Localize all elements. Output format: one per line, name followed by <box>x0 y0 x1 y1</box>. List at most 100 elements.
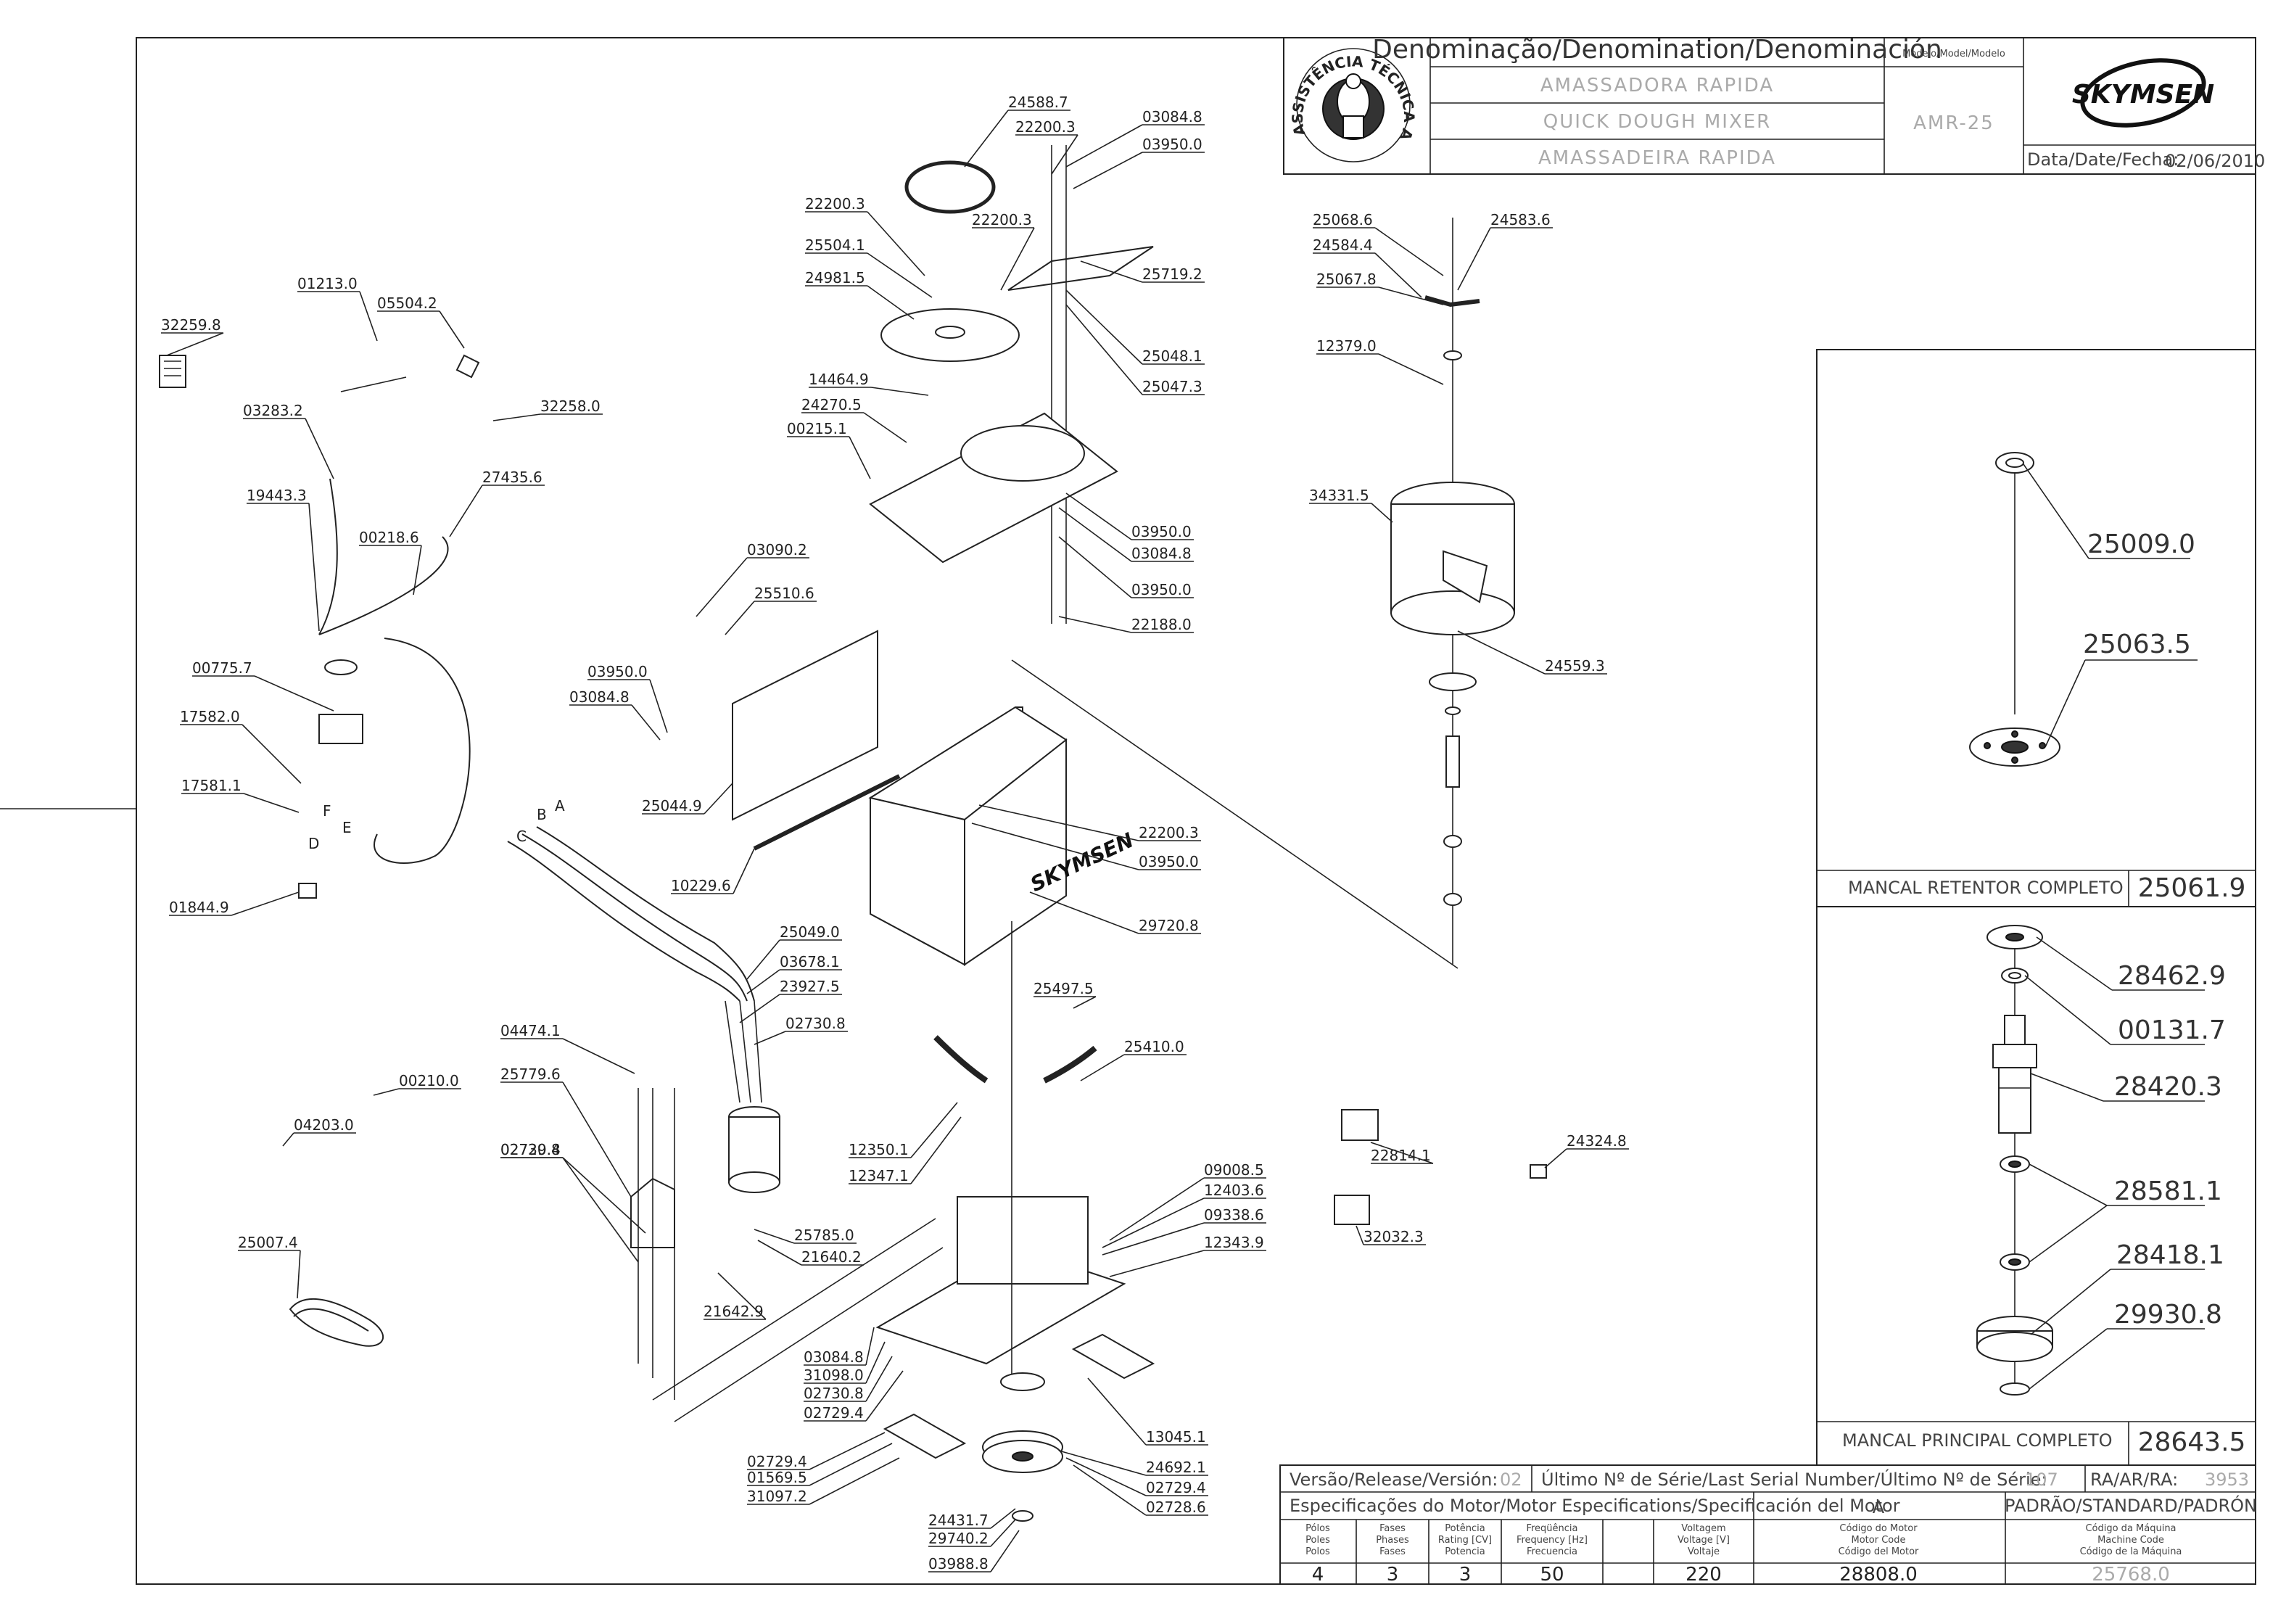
leader-line <box>809 1457 900 1505</box>
leader-line <box>725 601 755 635</box>
svg-text:Potencia: Potencia <box>1445 1546 1485 1557</box>
part-number-label: 03950.0 <box>1131 581 1192 598</box>
part-number-label: 12403.6 <box>1204 1182 1264 1199</box>
part-number-label: 03084.8 <box>804 1348 864 1366</box>
part-callout: 01844.9 <box>169 891 300 916</box>
leader-line <box>971 823 1139 870</box>
part-number-label: 17581.1 <box>181 777 242 794</box>
svg-text:Machine Code: Machine Code <box>2097 1535 2164 1546</box>
serial-value: 107 <box>2025 1470 2058 1490</box>
part-callout: 19443.3 <box>247 487 320 632</box>
svg-text:Polos: Polos <box>1305 1546 1330 1557</box>
part-callout: 12403.6 <box>1102 1182 1266 1248</box>
leader-line <box>717 1272 767 1320</box>
part-number-label: 12347.1 <box>849 1167 909 1184</box>
authorized-service-seal: ASSISTÊNCIA TÉCNICA AUTORIZADA <box>0 0 1418 162</box>
part-callout: 25410.0 <box>1080 1038 1187 1081</box>
part-callout: 03090.2 <box>696 541 809 617</box>
part-number-label: 03950.0 <box>1131 523 1192 540</box>
part-callout: 25719.2 <box>1080 260 1205 283</box>
leader-line <box>863 412 907 443</box>
part-number-label: 25504.1 <box>805 236 865 254</box>
part-number-label: 25510.6 <box>754 585 814 602</box>
part-number-label: 29720.8 <box>1139 917 1199 934</box>
leader-line <box>1073 152 1143 189</box>
main-assembly-art: SKYMSEN <box>159 145 1547 1522</box>
svg-text:4: 4 <box>1312 1564 1324 1586</box>
leader-line <box>1374 227 1444 276</box>
part-number-label: 00218.6 <box>359 529 419 546</box>
leader-line <box>757 1240 802 1266</box>
leader-line <box>254 675 334 712</box>
model-header: Modelo/Model/Modelo <box>1902 49 2005 59</box>
part-number-label: 22200.3 <box>1015 118 1076 136</box>
leader-line <box>733 848 755 894</box>
part-number-label: 03283.2 <box>243 402 303 419</box>
part-callout: 12347.1 <box>849 1116 962 1184</box>
part-28418-1: 28418.1 <box>2116 1240 2224 1270</box>
leader-line <box>867 285 915 320</box>
svg-text:C: C <box>516 828 527 845</box>
part-number-label: 32258.0 <box>540 397 601 415</box>
retentor-label: MANCAL RETENTOR COMPLETO <box>1848 878 2124 898</box>
part-number-label: 03084.8 <box>1131 545 1192 562</box>
leader-line <box>1457 630 1546 675</box>
part-callout: 23927.5 <box>739 978 842 1023</box>
part-callout: 03084.8 <box>1058 507 1194 562</box>
part-callout: 00210.0 <box>373 1072 461 1096</box>
part-number-label: 12343.9 <box>1204 1234 1264 1251</box>
part-number-label: 10229.6 <box>671 877 731 894</box>
leader-line <box>1102 1222 1205 1256</box>
leader-line <box>1058 616 1132 633</box>
part-number-label: 02728.6 <box>1146 1499 1206 1516</box>
part-number-label: 25068.6 <box>1313 211 1373 228</box>
leader-line <box>1073 996 1097 1009</box>
svg-text:Voltagem: Voltagem <box>1681 1523 1725 1534</box>
leader-line <box>1457 227 1491 291</box>
part-callout: 24981.5 <box>805 269 915 320</box>
part-number-label: 17582.0 <box>180 708 240 725</box>
leader-line <box>865 1356 893 1402</box>
part-callout: 03988.8 <box>928 1530 1020 1573</box>
part-number-label: 03988.8 <box>928 1555 989 1573</box>
leader-line <box>631 704 661 741</box>
part-number-label: 22188.0 <box>1131 616 1192 633</box>
part-callout: 25048.1 <box>1065 289 1205 365</box>
part-28581-1: 28581.1 <box>2114 1176 2222 1206</box>
part-number-label: 24692.1 <box>1146 1459 1206 1476</box>
part-callout: 22188.0 <box>1058 616 1194 633</box>
part-callout: 24584.4 <box>1313 236 1422 298</box>
release-value: 02 <box>1500 1470 1522 1490</box>
leader-line <box>990 1530 1020 1573</box>
leader-line <box>809 1432 886 1470</box>
leader-line <box>243 793 300 813</box>
part-callout: 25497.5 <box>1033 980 1097 1009</box>
part-number-label: 03090.2 <box>747 541 807 558</box>
leader-line <box>1378 353 1444 385</box>
leader-line <box>704 783 733 815</box>
svg-text:Código da Máquina: Código da Máquina <box>2085 1523 2176 1534</box>
leader-line <box>746 969 780 994</box>
leader-line <box>739 994 780 1023</box>
part-00131-7: 00131.7 <box>2118 1015 2226 1045</box>
part-callout: 03678.1 <box>746 953 842 994</box>
svg-text:A: A <box>555 797 565 815</box>
leader-line <box>449 485 483 537</box>
leader-line <box>373 1088 400 1096</box>
part-number-label: 19443.3 <box>247 487 307 504</box>
leader-line <box>649 679 668 733</box>
date-label: Data/Date/Fecha: <box>2027 149 2179 170</box>
leader-line <box>1374 252 1422 298</box>
part-callout: 09338.6 <box>1102 1206 1266 1256</box>
svg-text:Rating [CV]: Rating [CV] <box>1438 1535 1492 1546</box>
model-code: AMR-25 <box>1913 112 1994 134</box>
svg-text:Voltaje: Voltaje <box>1688 1546 1720 1557</box>
svg-text:Código de la Máquina: Código de la Máquina <box>2080 1546 2182 1557</box>
spec-table: Versão/Release/Versión: 02 Último Nº de … <box>1279 1464 2257 1586</box>
leader-line <box>413 545 422 595</box>
spec-headers: Pólos Poles Polos Fases Phases Fases Pot… <box>1305 1523 2182 1557</box>
part-number-label: 27435.6 <box>482 469 542 486</box>
part-number-label: 24584.4 <box>1313 236 1373 254</box>
part-callout: 32259.8 <box>161 316 224 356</box>
part-callout: 12379.0 <box>1316 337 1444 385</box>
